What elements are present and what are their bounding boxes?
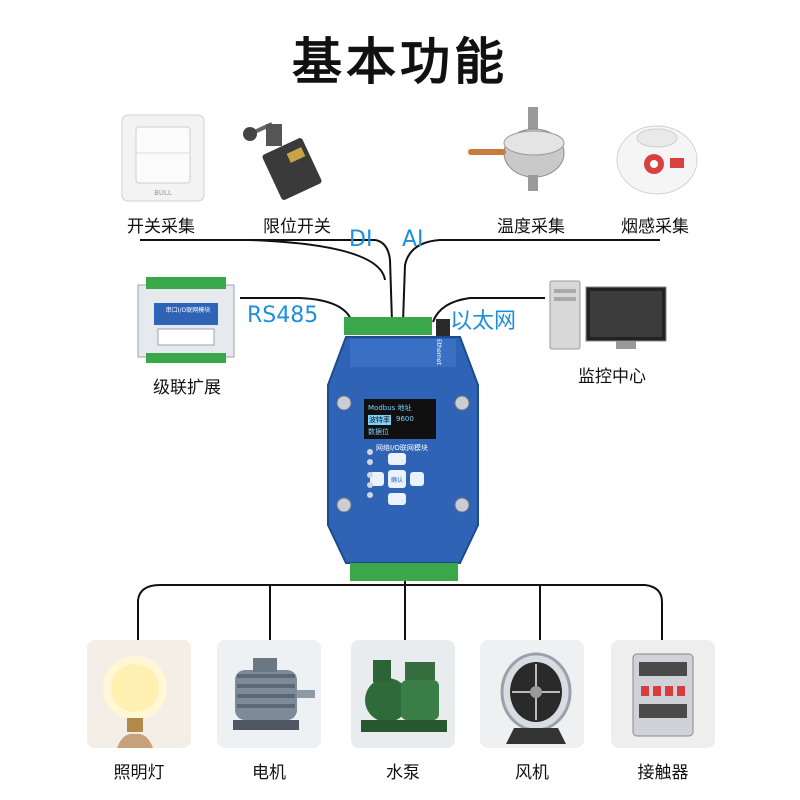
network-io-module: Ethernet Modbus 地址 波特率 9600 数据位 网络I/O联网模… [318, 315, 488, 585]
input-temperature [462, 105, 582, 195]
output-label-motor: 电机 [252, 763, 286, 783]
output-label-fan: 风机 [515, 763, 549, 783]
input-limit-switch [236, 110, 326, 200]
cascade-module-title: 串口I/O联网模块 [165, 307, 211, 314]
confirm-button[interactable]: 确认 [390, 477, 403, 484]
module-name: 网络I/O联网模块 [376, 444, 428, 452]
output-pump [351, 640, 455, 748]
smoke-detector-icon [616, 125, 698, 195]
load-cell-sensor-icon [468, 107, 565, 191]
input-smoke [614, 118, 700, 198]
page-title: 基本功能 [292, 33, 508, 91]
signal-label-ai: AI [402, 227, 424, 252]
io-module-body [327, 317, 479, 581]
signal-label-rs485: RS485 [247, 303, 319, 328]
output-fan [480, 640, 584, 748]
input-switch: BULL [120, 113, 206, 205]
desktop-computer-icon [549, 280, 667, 350]
monitor-center [548, 277, 670, 353]
screen-baud-value: 9600 [396, 415, 414, 423]
eth-label: Ethernet [435, 339, 442, 365]
screen-line1: Modbus 地址 [368, 404, 412, 412]
svg-text:BULL: BULL [154, 189, 172, 197]
cascade-label: 级联扩展 [153, 378, 221, 398]
output-label-pump: 水泵 [386, 763, 420, 783]
input-label-switch: 开关采集 [127, 217, 195, 237]
axial-fan-icon [500, 652, 572, 744]
input-label-limit-switch: 限位开关 [263, 217, 331, 237]
signal-label-di: DI [349, 227, 373, 252]
screen-line3: 数据位 [368, 428, 389, 436]
input-label-temperature: 温度采集 [497, 217, 565, 237]
output-label-contactor: 接触器 [637, 763, 689, 783]
output-contactor [611, 640, 715, 748]
signal-label-ethernet: 以太网 [450, 309, 517, 334]
input-label-smoke: 烟感采集 [621, 217, 689, 237]
limit-switch-icon [243, 122, 322, 200]
output-label-light: 照明灯 [113, 763, 165, 783]
io-module-icon [137, 277, 235, 363]
light-bulb-icon [103, 656, 167, 748]
cascade-module: 串口I/O联网模块 [136, 275, 236, 365]
water-pump-icon [361, 660, 447, 732]
electric-motor-icon [233, 658, 315, 730]
contactor-icon [632, 653, 694, 737]
output-light [87, 640, 191, 748]
wall-switch-icon: BULL [121, 114, 205, 202]
output-motor [217, 640, 321, 748]
screen-baud-tag: 波特率 [368, 415, 391, 425]
monitor-label: 监控中心 [578, 367, 646, 387]
